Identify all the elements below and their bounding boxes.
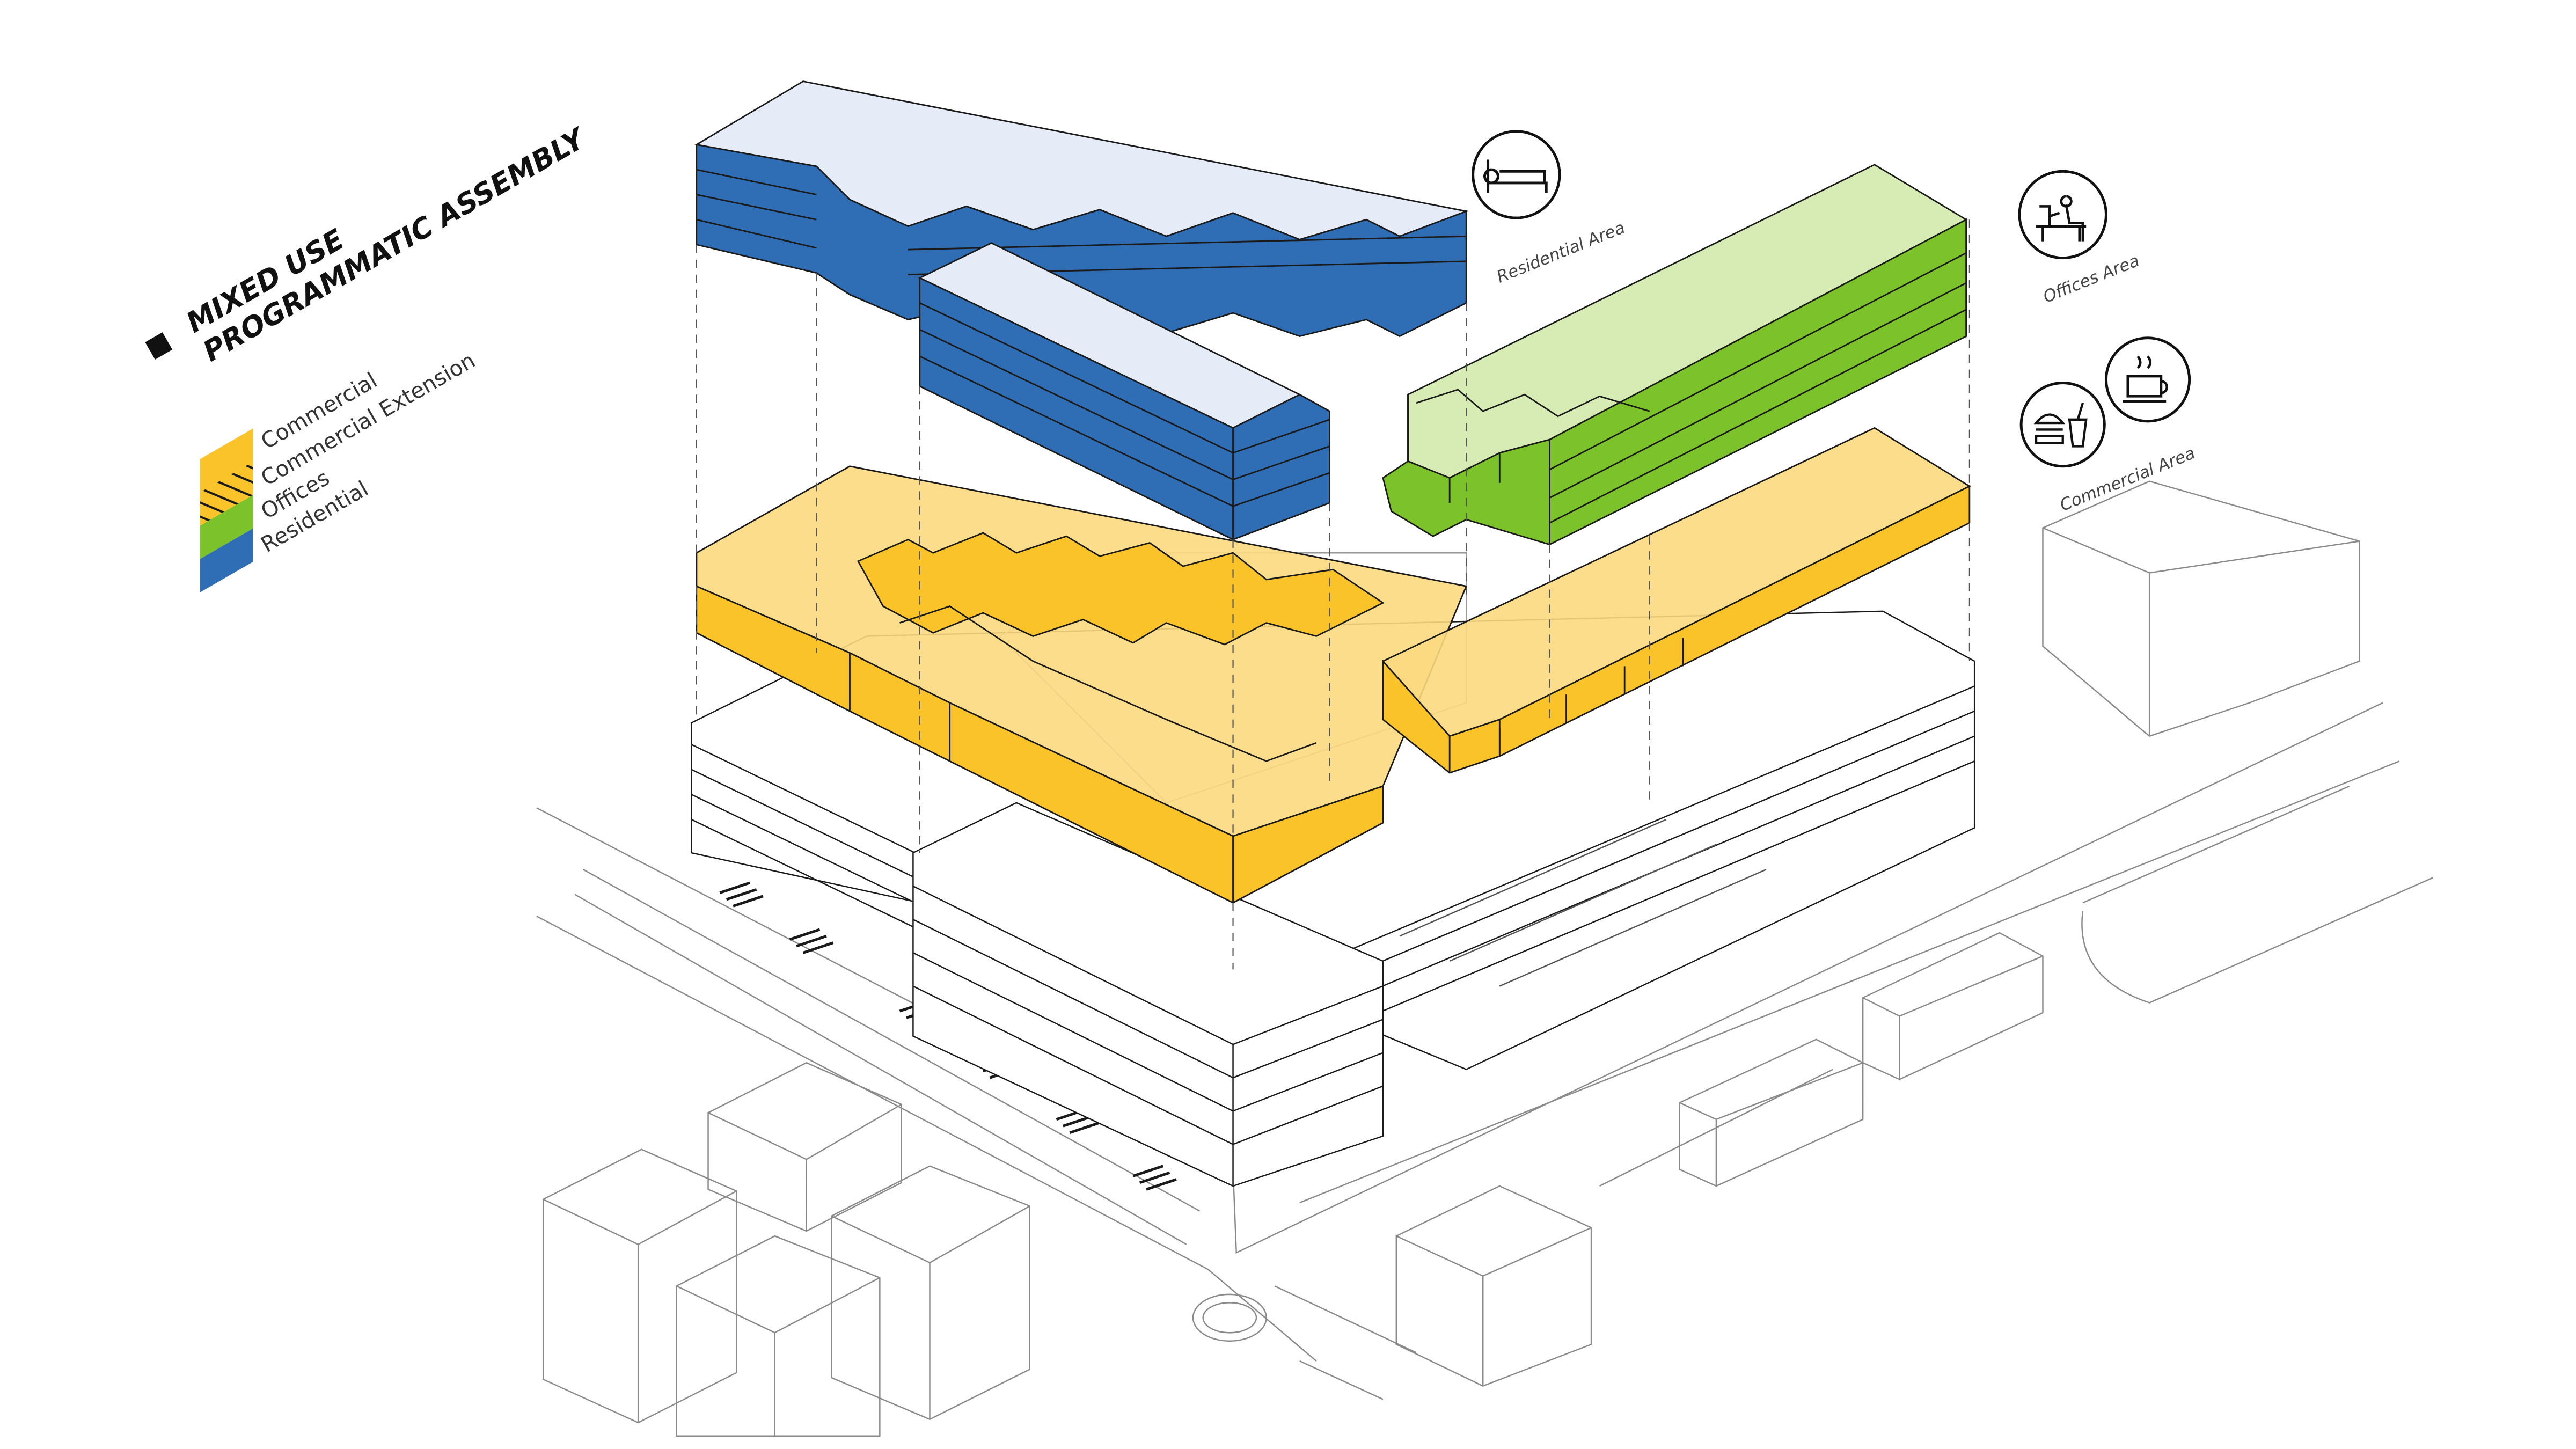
road-edge bbox=[536, 702, 2383, 1254]
legend-list: Commercial Commercial Extension Offices … bbox=[200, 348, 480, 592]
context-block bbox=[707, 1062, 902, 1232]
road-edge bbox=[583, 869, 1201, 1212]
residential-area-label: Residential Area bbox=[1494, 218, 1628, 287]
road-edge bbox=[1274, 1285, 1417, 1353]
roundabout bbox=[1202, 1302, 1257, 1334]
title-marker-icon bbox=[145, 332, 173, 360]
context-block bbox=[542, 1148, 737, 1424]
road-edge bbox=[1299, 1360, 1384, 1400]
burger-drink-icon bbox=[2019, 382, 2106, 468]
commercial-side bbox=[696, 553, 1384, 904]
commercial-volume bbox=[696, 427, 1971, 904]
context-block bbox=[1679, 1038, 1864, 1187]
commercial-courtyard bbox=[857, 532, 1385, 646]
context-block bbox=[676, 1235, 881, 1437]
road-edge bbox=[2082, 785, 2350, 904]
residential-area-callout: Residential Area bbox=[1472, 130, 1628, 287]
road-edge bbox=[536, 915, 1317, 1362]
coffee-cup-icon bbox=[2104, 336, 2191, 423]
office-worker-icon bbox=[2018, 170, 2107, 260]
bed-icon bbox=[1472, 130, 1561, 219]
offices-side bbox=[1382, 218, 1967, 546]
context-block bbox=[1395, 1185, 1592, 1387]
legend-swatch-offices bbox=[200, 495, 253, 559]
roundabout bbox=[1192, 1293, 1267, 1342]
title-line-2: PROGRAMMATIC ASSEMBLY bbox=[197, 121, 592, 368]
legend-panel: MIXED USE PROGRAMMATIC ASSEMBLY bbox=[145, 121, 592, 368]
residential-volume bbox=[694, 80, 1469, 540]
commercial-area-callout: Commercial Area bbox=[2019, 336, 2198, 515]
context-block bbox=[831, 1165, 1030, 1421]
road-edge bbox=[2081, 877, 2433, 1004]
legend-swatch-hatch bbox=[200, 462, 253, 526]
projection-lines bbox=[696, 219, 1970, 970]
road-edge bbox=[574, 894, 1187, 1245]
context-block bbox=[1862, 932, 2044, 1080]
legend-swatch-commercial bbox=[200, 428, 253, 493]
road-edge bbox=[1299, 760, 2400, 1204]
context-block bbox=[2042, 480, 2360, 737]
offices-area-callout: Offices Area bbox=[2018, 170, 2142, 307]
site-context bbox=[536, 480, 2433, 1437]
residential-side bbox=[919, 276, 1331, 540]
offices-volume bbox=[1382, 164, 1968, 546]
offices-area-label: Offices Area bbox=[2040, 251, 2142, 306]
legend-swatch-residential bbox=[200, 528, 253, 592]
